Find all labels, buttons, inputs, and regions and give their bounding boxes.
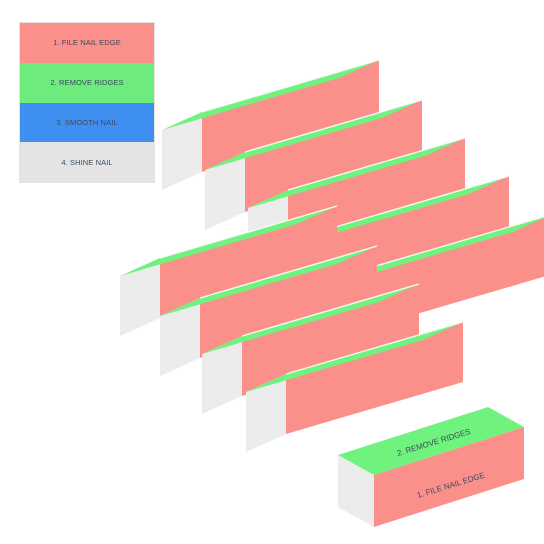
block-side-face xyxy=(202,60,379,172)
block-top-face xyxy=(336,216,544,284)
block-end-face xyxy=(160,298,200,376)
block-edge xyxy=(244,99,423,153)
legend-band-file: 1. FILE NAIL EDGE xyxy=(20,23,154,63)
buffer-block xyxy=(120,205,338,336)
block-side-face xyxy=(245,100,422,212)
block-top-face xyxy=(160,246,377,316)
block-side-face xyxy=(374,427,524,527)
buffer-block xyxy=(160,245,378,376)
block-side-face xyxy=(242,284,419,396)
block-side-face xyxy=(160,206,337,318)
block-edge xyxy=(285,321,464,375)
block-end-face xyxy=(120,258,160,336)
buffer-block xyxy=(162,59,380,190)
block-top-face xyxy=(205,100,422,170)
buffer-block xyxy=(246,321,464,452)
block-top-face xyxy=(202,284,419,354)
block-top-face xyxy=(292,176,509,246)
legend-label-file: 1. FILE NAIL EDGE xyxy=(53,38,121,48)
buffer-block xyxy=(202,283,420,414)
block-top-face xyxy=(338,407,524,475)
legend-label-ridges: 2. REMOVE RIDGES xyxy=(50,78,124,88)
block-top-face xyxy=(162,60,379,130)
buffer-block xyxy=(205,99,423,230)
grit-legend: 1. FILE NAIL EDGE 2. REMOVE RIDGES 3. SM… xyxy=(20,23,154,182)
block-end-face xyxy=(162,112,202,190)
block-end-face xyxy=(202,336,242,414)
block-edge xyxy=(159,205,338,259)
legend-band-smooth: 3. SMOOTH NAIL xyxy=(20,102,154,143)
block-edge xyxy=(287,137,466,191)
block-top-face xyxy=(120,206,337,276)
front-buffer-block xyxy=(338,407,524,527)
block-top-face xyxy=(246,322,463,392)
block-edge xyxy=(241,283,420,337)
legend-band-shine: 4. SHINE NAIL xyxy=(20,142,154,182)
block-end-face xyxy=(338,455,374,527)
block-edge xyxy=(199,245,378,299)
block-top-face xyxy=(248,138,465,208)
block-end-face xyxy=(205,152,245,230)
block-side-face xyxy=(200,246,377,358)
block-end-face xyxy=(246,374,286,452)
block-side-face xyxy=(286,322,463,434)
block-edge xyxy=(331,175,510,229)
legend-band-ridges: 2. REMOVE RIDGES xyxy=(20,62,154,103)
legend-label-smooth: 3. SMOOTH NAIL xyxy=(56,117,118,127)
block-edge xyxy=(201,59,380,113)
legend-label-shine: 4. SHINE NAIL xyxy=(61,157,113,167)
block-edge xyxy=(375,215,544,267)
